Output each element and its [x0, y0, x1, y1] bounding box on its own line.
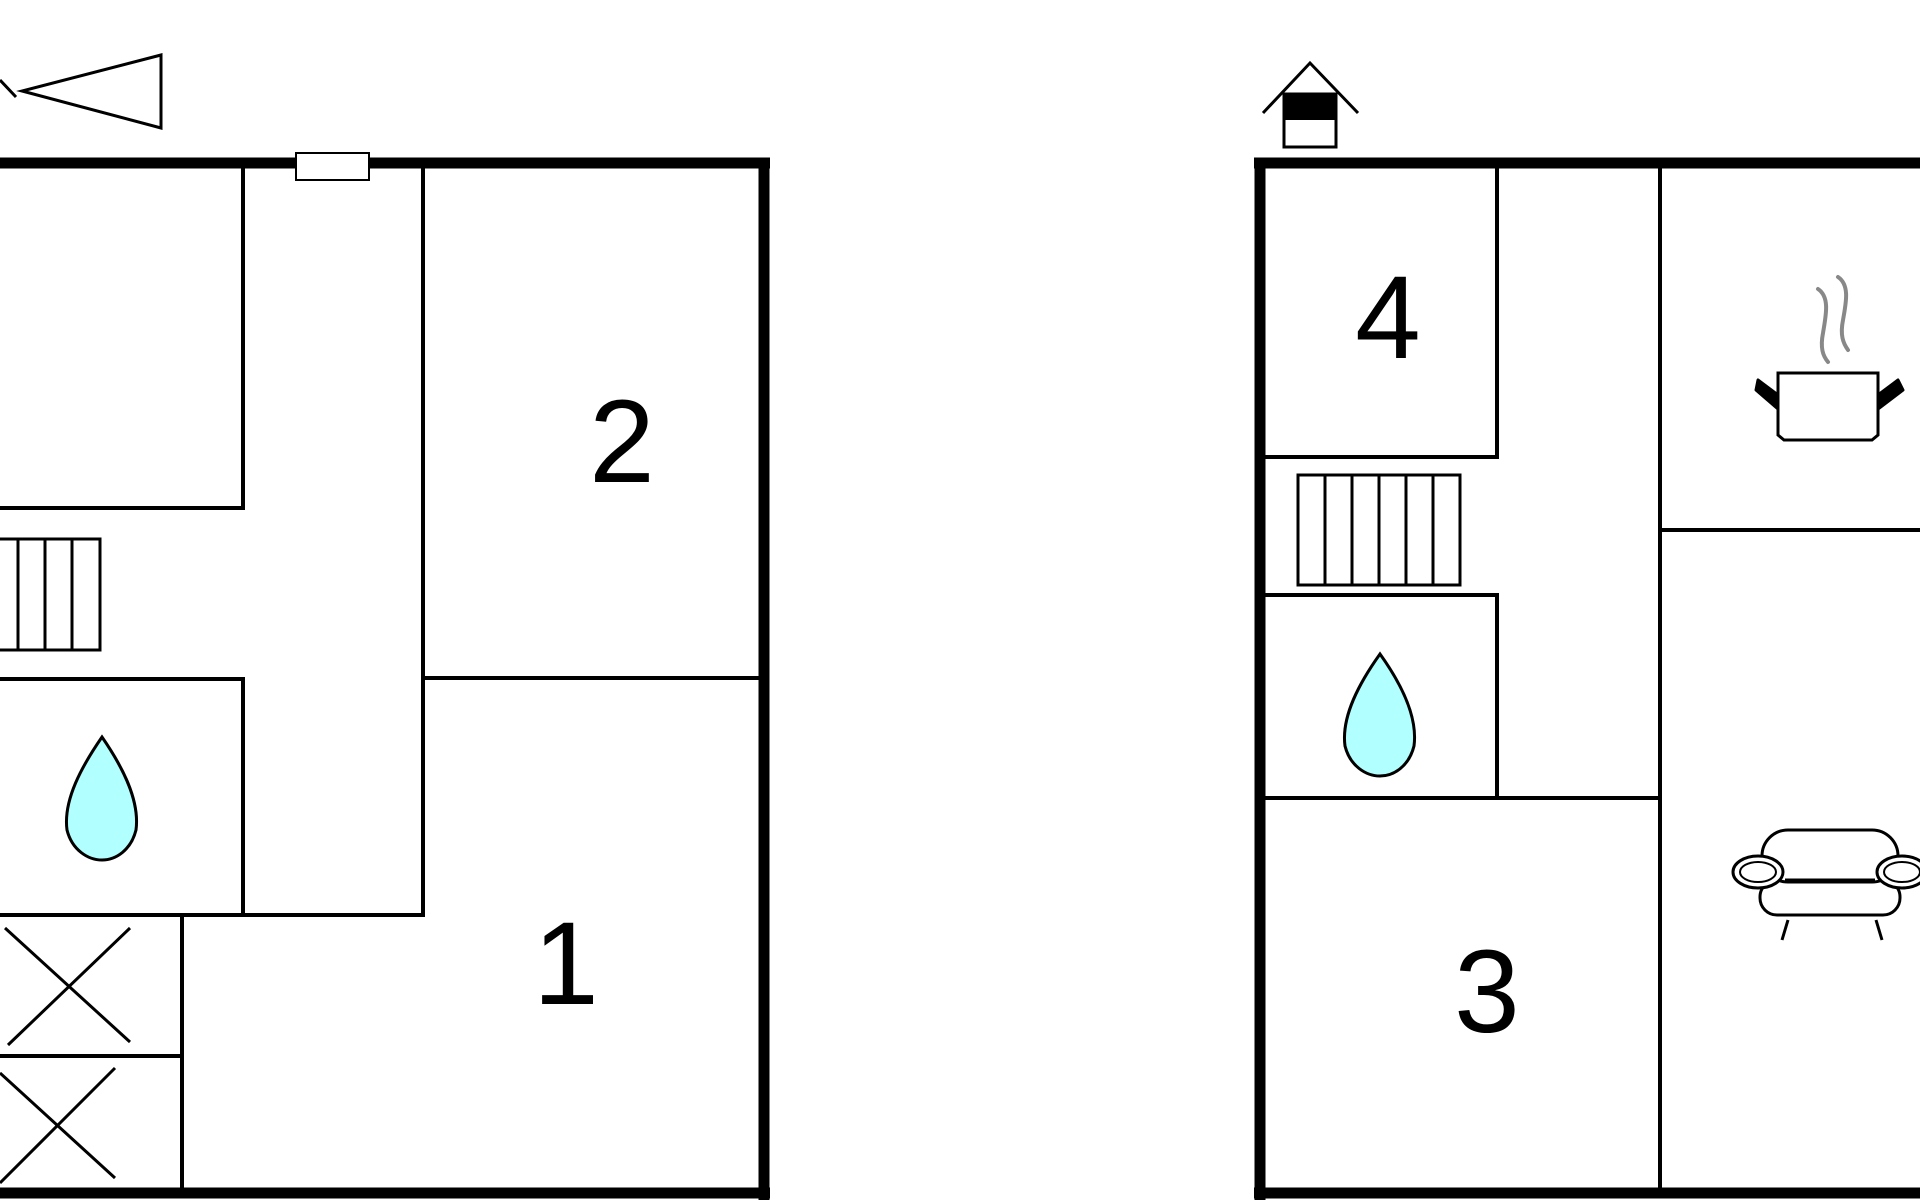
right-interior-walls [1265, 168, 1920, 1188]
room-number: 2 [589, 376, 655, 508]
right-floor: 4 3 [1254, 60, 1920, 1200]
staircase-icon [1296, 473, 1462, 587]
room-number: 1 [533, 898, 599, 1030]
sofa-icon [1731, 828, 1920, 941]
storage-x-icon [0, 1066, 117, 1185]
left-outer-walls [0, 157, 770, 1200]
window-icon [295, 152, 370, 181]
bathroom-water-drop-icon [64, 734, 139, 862]
compass-arrow-icon [0, 53, 163, 130]
room-number: 3 [1454, 926, 1520, 1058]
room-number: 4 [1355, 252, 1421, 384]
left-interior-walls [0, 168, 760, 1188]
staircase-icon [0, 537, 102, 652]
house-entrance-icon [1261, 60, 1360, 149]
kitchen-pot-icon [1754, 275, 1905, 442]
right-outer-walls [1254, 157, 1920, 1200]
storage-x-icon [3, 926, 132, 1047]
bathroom-water-drop-icon [1342, 651, 1417, 778]
left-floor: 2 1 [0, 53, 770, 1200]
